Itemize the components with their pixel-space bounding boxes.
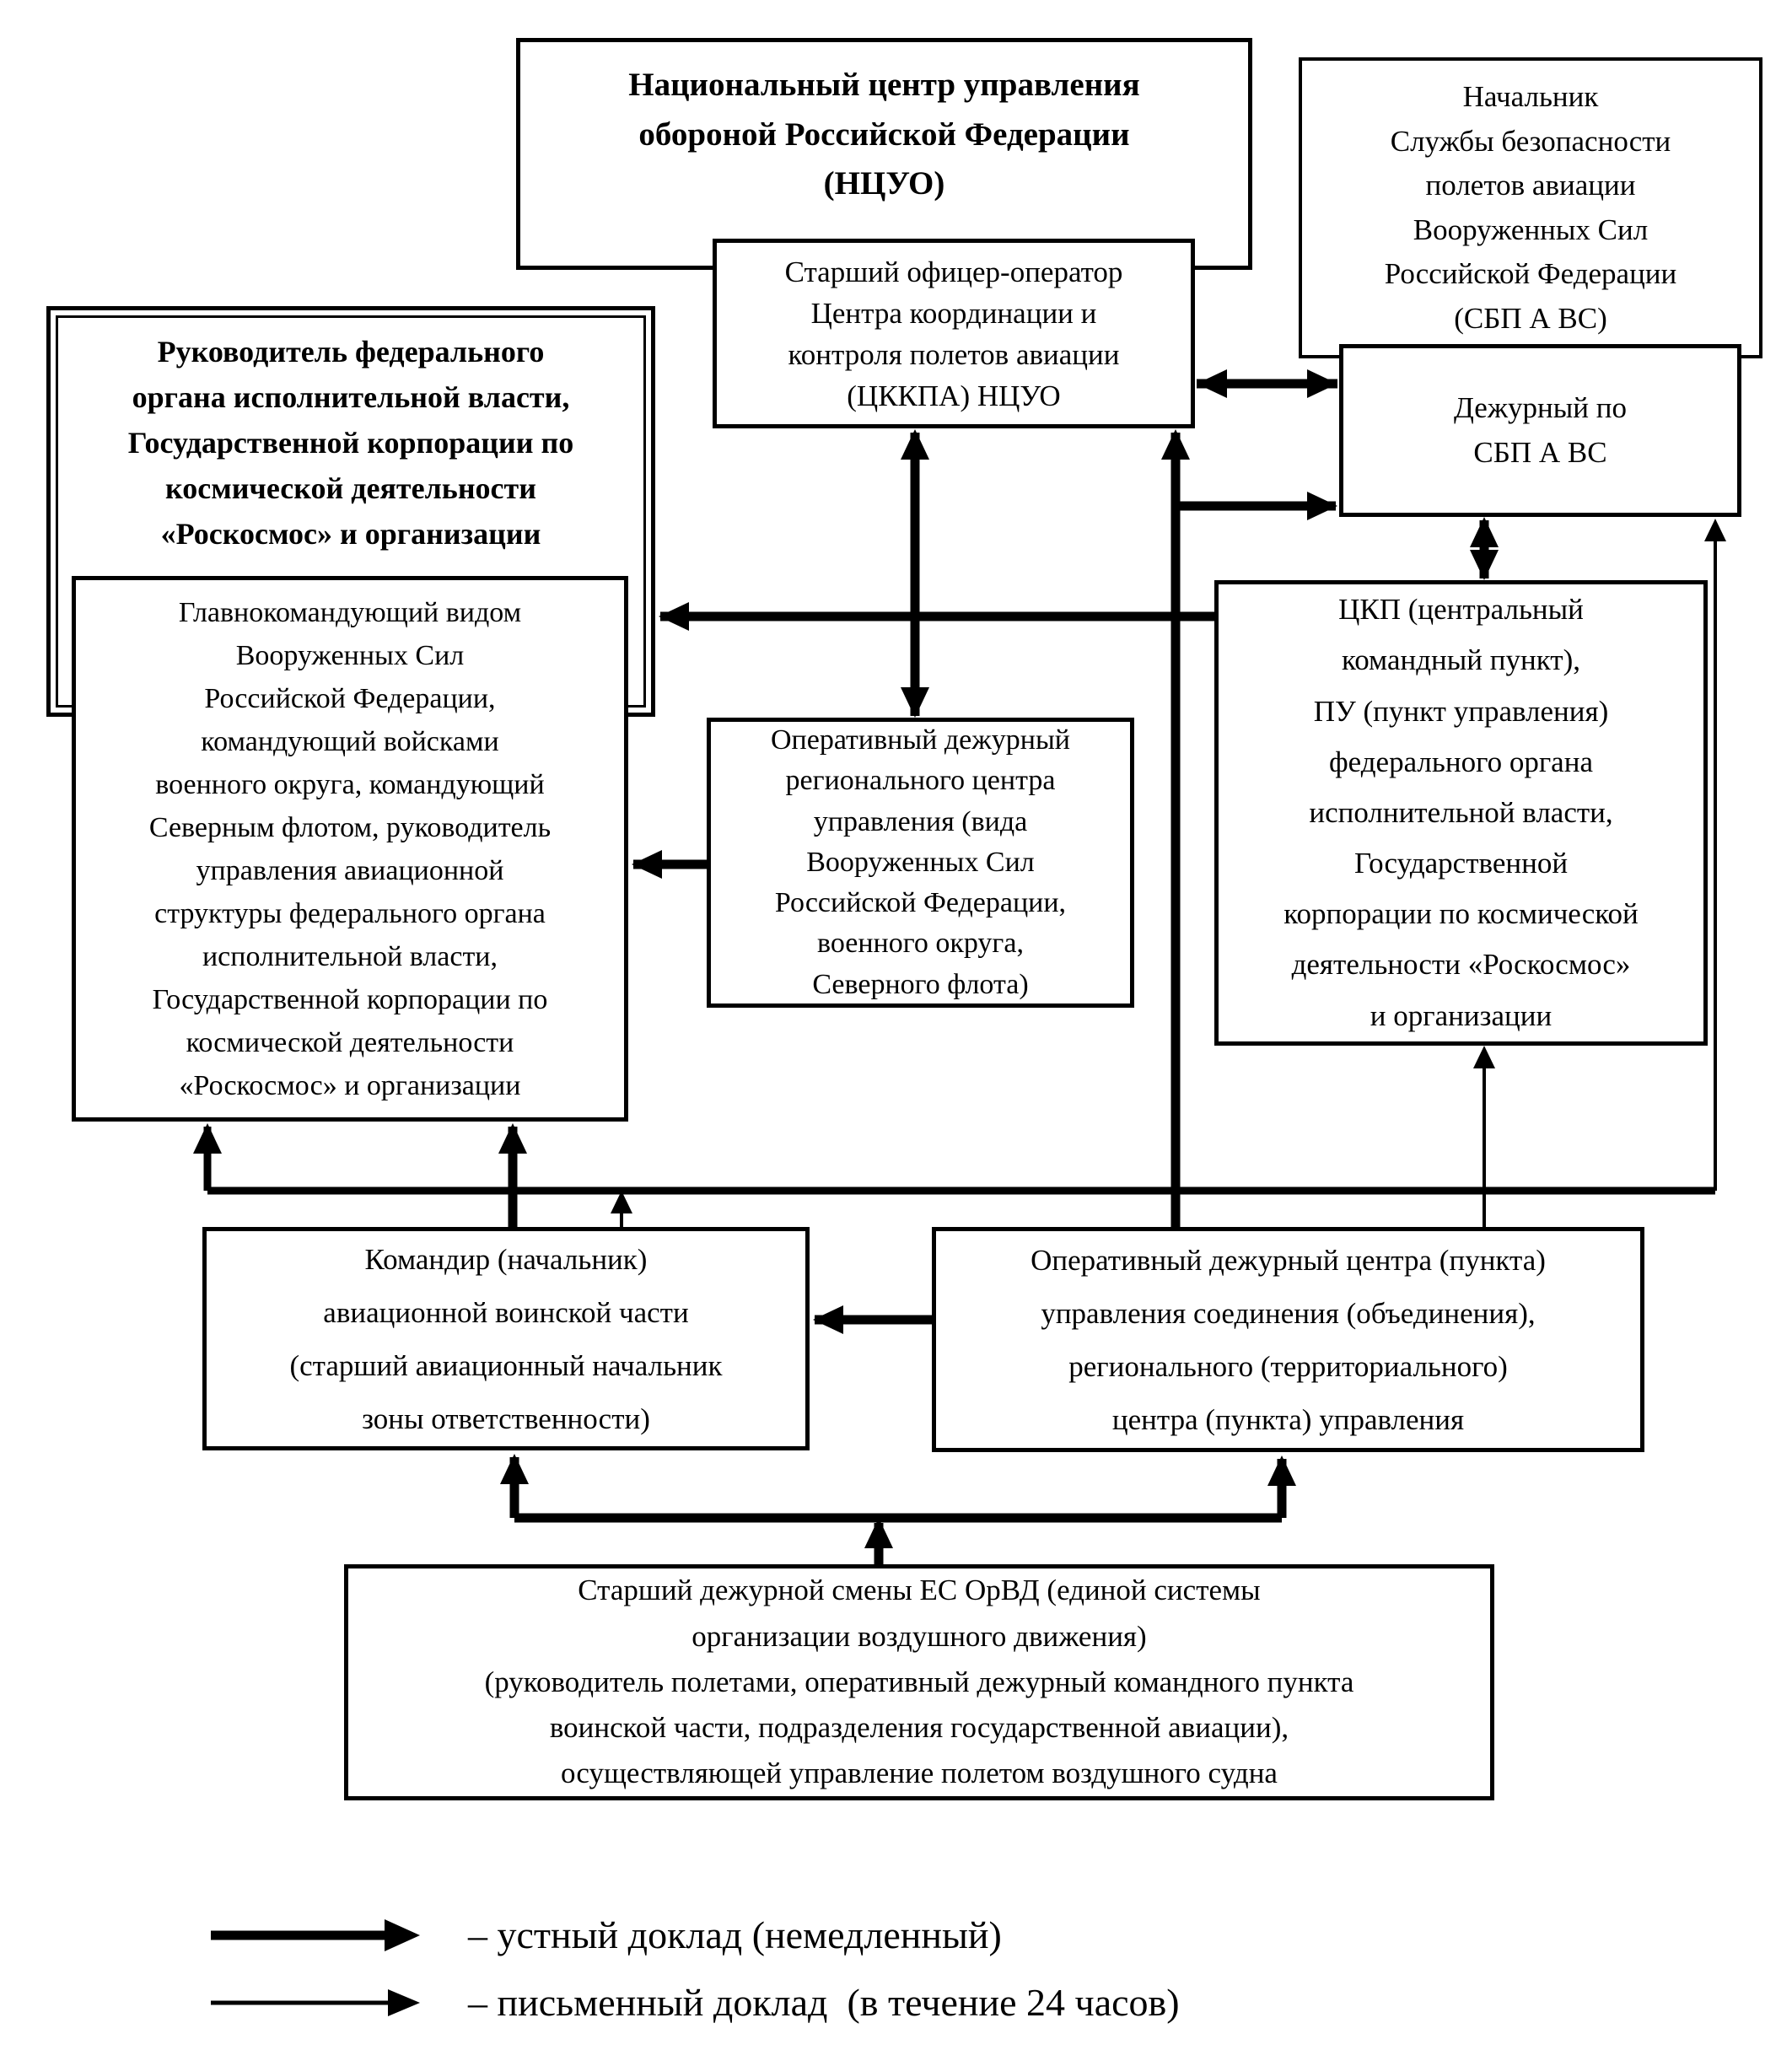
thick-arrow-icon <box>211 1918 420 1951</box>
arrow-odsoed-komandir <box>813 1305 932 1334</box>
box-duty-officer-sbp-a-vs: Дежурный по СБП А ВС <box>1339 344 1741 517</box>
arrow-tskp-rukovoditel <box>659 602 1214 631</box>
legend-oral-report-label: – устный доклад (немедленный) <box>468 1913 1002 1956</box>
box-operational-duty-formation-center-label: Оперативный дежурный центра (пункта) упр… <box>1031 1243 1546 1436</box>
arrow-tskkpa-odreg <box>901 429 929 718</box>
box-chief-flight-safety-service: Начальник Службы безопасности полетов ав… <box>1299 57 1762 358</box>
box-senior-duty-shift-es-orvd-label: Старший дежурной смены ЕС ОрВД (единой с… <box>484 1574 1354 1790</box>
box-aviation-unit-commander-label: Командир (начальник) авиационной воинско… <box>289 1242 723 1435</box>
box-central-command-post: ЦКП (центральный командный пункт), ПУ (п… <box>1214 580 1708 1046</box>
thin-arrow-icon <box>211 1988 420 2016</box>
arrow-esorvd-connector <box>500 1454 1296 1564</box>
legend-item-oral-report: – устный доклад (немедленный) <box>211 1913 1002 1957</box>
arrow-odreg-glavkom <box>632 850 707 879</box>
arrow-odsoed-tskp-thin <box>1473 1046 1495 1227</box>
box-senior-officer-operator-tskkpa-label: Старший офицер-оператор Центра координац… <box>784 255 1123 412</box>
box-operational-duty-regional-center-label: Оперативный дежурный регионального центр… <box>770 724 1070 1000</box>
legend-item-written-report: – письменный доклад (в течение 24 часов) <box>211 1980 1180 2025</box>
box-commander-in-chief: Главнокомандующий видом Вооруженных Сил … <box>72 576 628 1122</box>
legend-written-report-label: – письменный доклад (в течение 24 часов) <box>468 1981 1180 2024</box>
box-operational-duty-formation-center: Оперативный дежурный центра (пункта) упр… <box>932 1227 1644 1452</box>
box-senior-duty-shift-es-orvd: Старший дежурной смены ЕС ОрВД (единой с… <box>344 1564 1494 1800</box>
box-duty-officer-sbp-a-vs-label: Дежурный по СБП А ВС <box>1454 391 1627 469</box>
arrow-tskkpa-dezhurny <box>1197 369 1337 398</box>
box-federal-executive-head-label: Руководитель федерального органа исполни… <box>127 335 574 551</box>
box-operational-duty-regional-center: Оперативный дежурный регионального центр… <box>707 718 1134 1008</box>
arrow-komandir-glavkom <box>498 1123 527 1227</box>
box-commander-in-chief-label: Главнокомандующий видом Вооруженных Сил … <box>148 596 552 1101</box>
box-national-defense-center-label: Национальный центр управления обороной Р… <box>628 67 1140 202</box>
arrow-dezhurny-tskp <box>1470 517 1499 580</box>
box-central-command-post-label: ЦКП (центральный командный пункт), ПУ (п… <box>1283 593 1639 1032</box>
box-aviation-unit-commander: Командир (начальник) авиационной воинско… <box>202 1227 810 1450</box>
box-national-defense-center: Национальный центр управления обороной Р… <box>516 38 1252 270</box>
box-chief-flight-safety-service-label: Начальник Службы безопасности полетов ав… <box>1384 80 1677 335</box>
box-senior-officer-operator-tskkpa: Старший офицер-оператор Центра координац… <box>713 239 1195 428</box>
